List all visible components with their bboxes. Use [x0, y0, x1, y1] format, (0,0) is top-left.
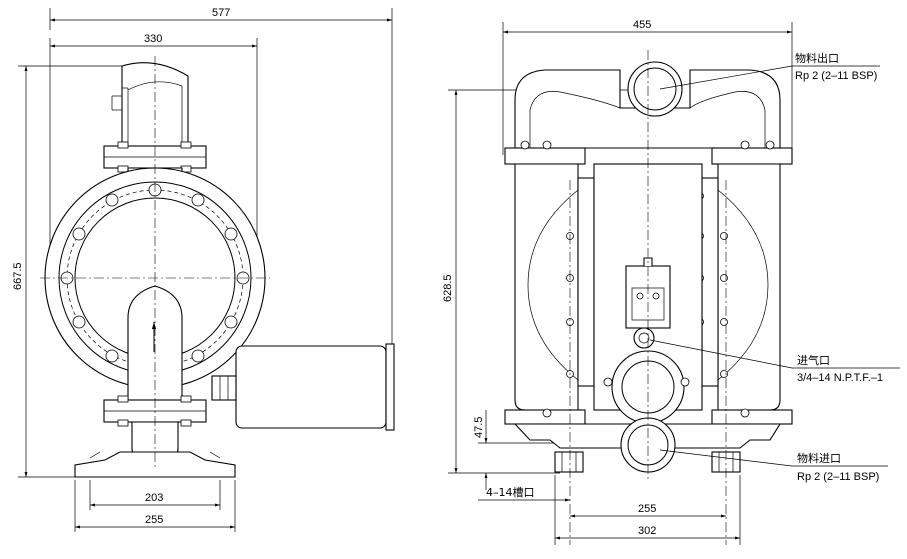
left-side-view: 577 330 667.5 — [12, 7, 395, 532]
right-chambers — [514, 163, 781, 411]
outlet-callout: 物料出口 Rp 2 (2–11 BSP) — [659, 51, 880, 90]
left-air-valve-cylinder — [211, 343, 395, 431]
inlet-port — [620, 417, 676, 473]
dimension-255-right: 255 — [570, 503, 726, 518]
dim-inner-width-label: 330 — [144, 33, 162, 45]
right-top-manifold — [514, 61, 781, 149]
dim-height-right-label: 628.5 — [442, 274, 454, 302]
dim-base-width-label: 302 — [638, 525, 656, 537]
slot-label: 4–14槽口 — [486, 486, 535, 499]
left-inlet-and-base — [74, 421, 236, 478]
dim-total-width-label: 577 — [212, 7, 230, 19]
outlet-label: 物料出口 — [795, 51, 839, 65]
dim-inlet-height-label: 47.5 — [473, 417, 485, 438]
right-front-view: 455 628.5 47.5 — [442, 19, 900, 545]
left-outlet-elbow — [111, 62, 189, 147]
dimension-255-left: 255 — [74, 480, 236, 532]
dimension-203: 203 — [89, 480, 221, 510]
dim-width-label: 455 — [633, 19, 651, 31]
air-inlet-callout: 进气口 3/4–14 N.P.T.F.–1 — [649, 339, 900, 384]
right-bottom-manifold — [504, 408, 793, 473]
dim-base-inner-label: 203 — [145, 492, 163, 504]
inlet-label: 物料进口 — [797, 451, 841, 465]
dimension-455: 455 — [502, 19, 793, 155]
dimension-302: 302 — [554, 475, 741, 545]
outlet-port — [627, 61, 683, 117]
dim-height-label: 667.5 — [12, 262, 24, 290]
inlet-spec: Rp 2 (2–11 BSP) — [797, 471, 879, 483]
air-inlet-spec: 3/4–14 N.P.T.F.–1 — [797, 372, 883, 384]
inlet-callout: 物料进口 Rp 2 (2–11 BSP) — [659, 449, 888, 483]
slot-callout: 4–14槽口 — [478, 486, 570, 502]
air-inlet-label: 进气口 — [797, 353, 830, 367]
right-top-flanges — [504, 140, 793, 165]
outlet-spec: Rp 2 (2–11 BSP) — [795, 70, 877, 82]
air-inlet-port — [633, 327, 655, 349]
dim-bolt-spacing-label: 255 — [638, 503, 656, 515]
dim-base-outer-label: 255 — [145, 514, 163, 526]
